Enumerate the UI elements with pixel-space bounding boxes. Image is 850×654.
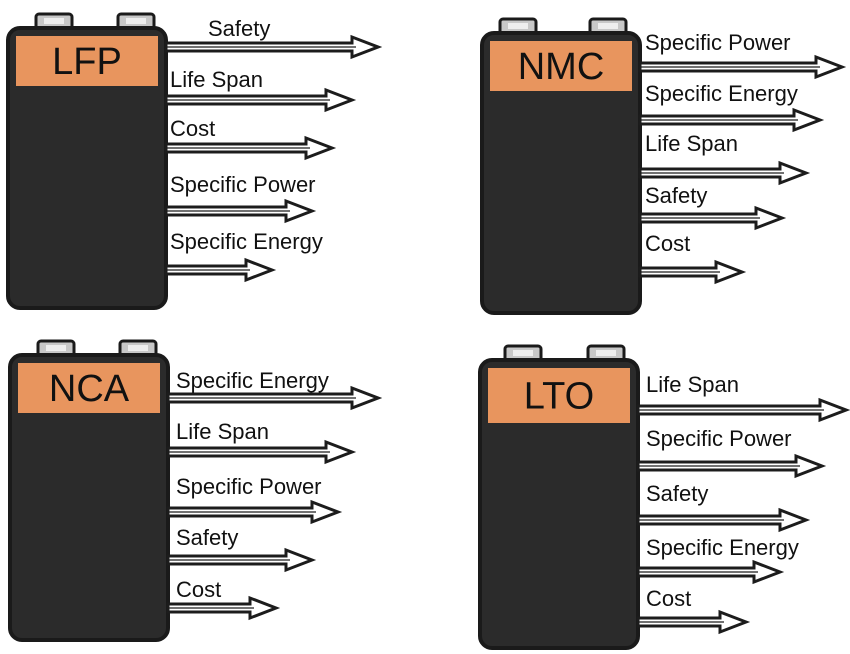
property-label: Cost — [176, 577, 221, 602]
property-label: Specific Energy — [645, 81, 798, 106]
chemistry-label-nmc: NMC — [518, 46, 605, 88]
terminal-highlight — [598, 23, 618, 29]
property-arrow — [636, 559, 785, 585]
property-label: Life Span — [170, 67, 263, 92]
property-label: Specific Energy — [170, 229, 323, 254]
property-label: Cost — [645, 231, 690, 256]
property-label: Specific Power — [170, 172, 316, 197]
property-arrow — [164, 257, 277, 283]
property-arrow — [166, 547, 317, 573]
terminal-highlight — [126, 18, 146, 24]
property-arrow — [164, 87, 357, 113]
property-arrow — [166, 499, 343, 525]
terminal-highlight — [44, 18, 64, 24]
property-arrow — [636, 453, 827, 479]
property-arrow — [166, 385, 383, 411]
battery-label-band — [16, 36, 158, 86]
battery-body — [8, 353, 170, 642]
terminal-highlight — [128, 345, 148, 351]
property-label: Safety — [645, 183, 707, 208]
property-arrow — [638, 160, 811, 186]
property-arrow — [638, 54, 847, 80]
property-arrow — [164, 198, 317, 224]
property-arrow — [166, 439, 357, 465]
property-label: Safety — [176, 525, 238, 550]
property-label: Specific Power — [645, 30, 791, 55]
property-arrow — [164, 135, 337, 161]
terminal-highlight — [46, 345, 66, 351]
property-arrow — [638, 107, 825, 133]
chemistry-label-nca: NCA — [49, 368, 130, 410]
property-arrow — [636, 397, 850, 423]
property-label: Safety — [208, 16, 270, 41]
property-arrow — [636, 507, 811, 533]
terminal-highlight — [513, 350, 533, 356]
property-label: Specific Power — [646, 426, 792, 451]
battery-label-band — [18, 363, 160, 413]
property-arrow — [164, 34, 383, 60]
property-arrow — [636, 609, 751, 635]
terminal-highlight — [508, 23, 528, 29]
property-label: Cost — [646, 586, 691, 611]
terminal-highlight — [596, 350, 616, 356]
property-label: Life Span — [646, 372, 739, 397]
property-arrow — [638, 259, 747, 285]
battery-body — [6, 26, 168, 310]
property-label: Life Span — [645, 131, 738, 156]
property-label: Life Span — [176, 419, 269, 444]
battery-label-band — [488, 368, 630, 423]
property-label: Safety — [646, 481, 708, 506]
property-label: Specific Energy — [176, 368, 329, 393]
property-arrow — [638, 205, 787, 231]
battery-label-band — [490, 41, 632, 91]
battery-body — [478, 358, 640, 650]
property-label: Cost — [170, 116, 215, 141]
property-label: Specific Energy — [646, 535, 799, 560]
chemistry-label-lto: LTO — [524, 376, 594, 418]
property-label: Specific Power — [176, 474, 322, 499]
property-arrow — [166, 595, 281, 621]
chemistry-label-lfp: LFP — [52, 41, 122, 83]
